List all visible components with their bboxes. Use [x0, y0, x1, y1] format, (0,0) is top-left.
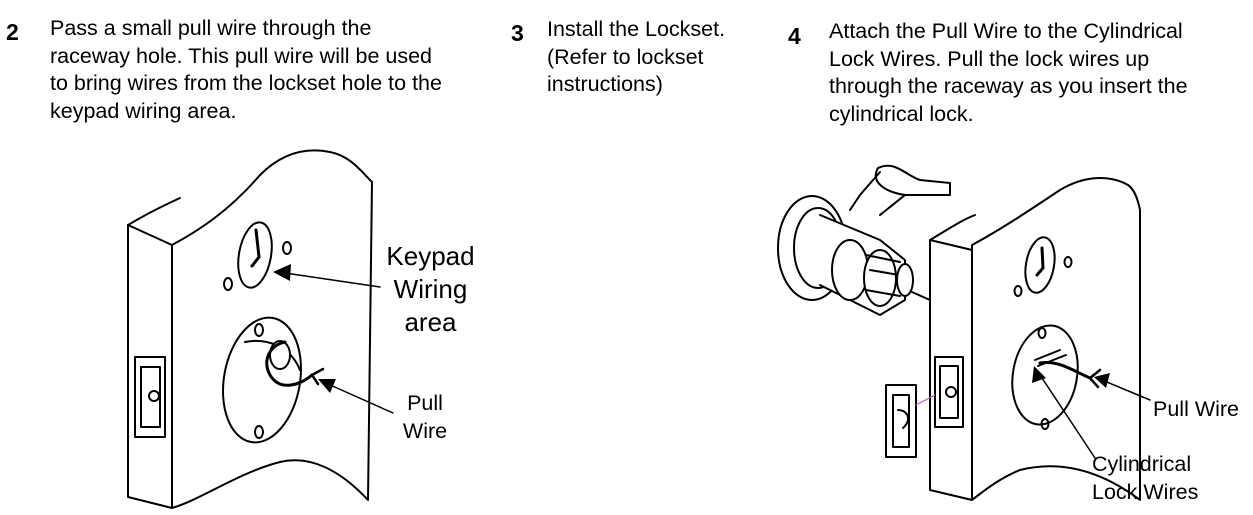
keypad-wiring-area-label: Keypad Wiring area — [386, 241, 475, 337]
cylindrical-lock-wires-label: Cylindrical Lock Wires — [1092, 452, 1199, 504]
step-3-number: 3 — [511, 20, 524, 46]
step-4-number: 4 — [788, 23, 801, 49]
step-2-number: 2 — [6, 19, 19, 45]
step-2-text: Pass a small pull wire through the racew… — [50, 16, 442, 123]
pull-wire-label-right: Pull Wire — [1153, 397, 1240, 421]
door-illustration-left — [127, 149, 394, 509]
step-3-text: Install the Lockset. (Refer to lockset i… — [547, 17, 726, 96]
pull-wire-label-left: Pull Wire — [402, 391, 448, 443]
step-4-text: Attach the Pull Wire to the Cylindrical … — [829, 19, 1188, 126]
door-illustration-right — [777, 164, 1151, 501]
